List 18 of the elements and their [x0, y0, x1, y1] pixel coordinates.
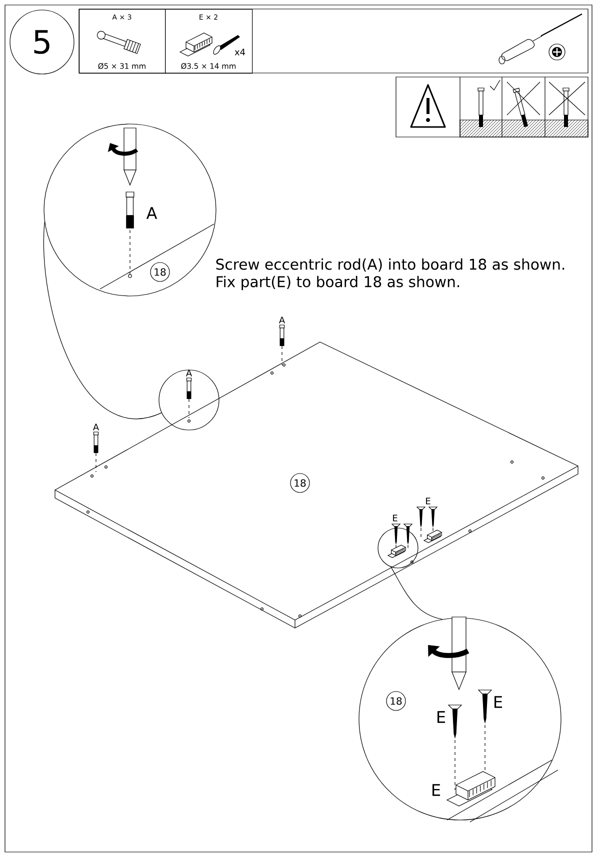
part-letter: A: [186, 370, 192, 376]
node-label: x4: [234, 48, 246, 56]
step-number: 5: [10, 10, 74, 74]
part-letter: E: [432, 784, 440, 796]
leader-line: [390, 566, 443, 620]
part-letter: A: [92, 424, 99, 430]
part-letter: E: [393, 514, 398, 522]
instruction-text: Screw eccentric rod(A) into board 18 as shown.: [216, 258, 564, 272]
part-letter: A: [146, 207, 158, 219]
instruction-text: Fix part(E) to board 18 as shown.: [216, 276, 460, 290]
part-letter: E: [438, 711, 446, 723]
part-number: 18: [150, 262, 170, 282]
part-letter: E: [494, 696, 502, 708]
part-letter: E: [426, 498, 430, 504]
part-letter: A: [278, 316, 285, 324]
magnifier-circle: [158, 370, 220, 430]
leader-line: [43, 222, 162, 419]
part-number: 18: [386, 691, 406, 711]
